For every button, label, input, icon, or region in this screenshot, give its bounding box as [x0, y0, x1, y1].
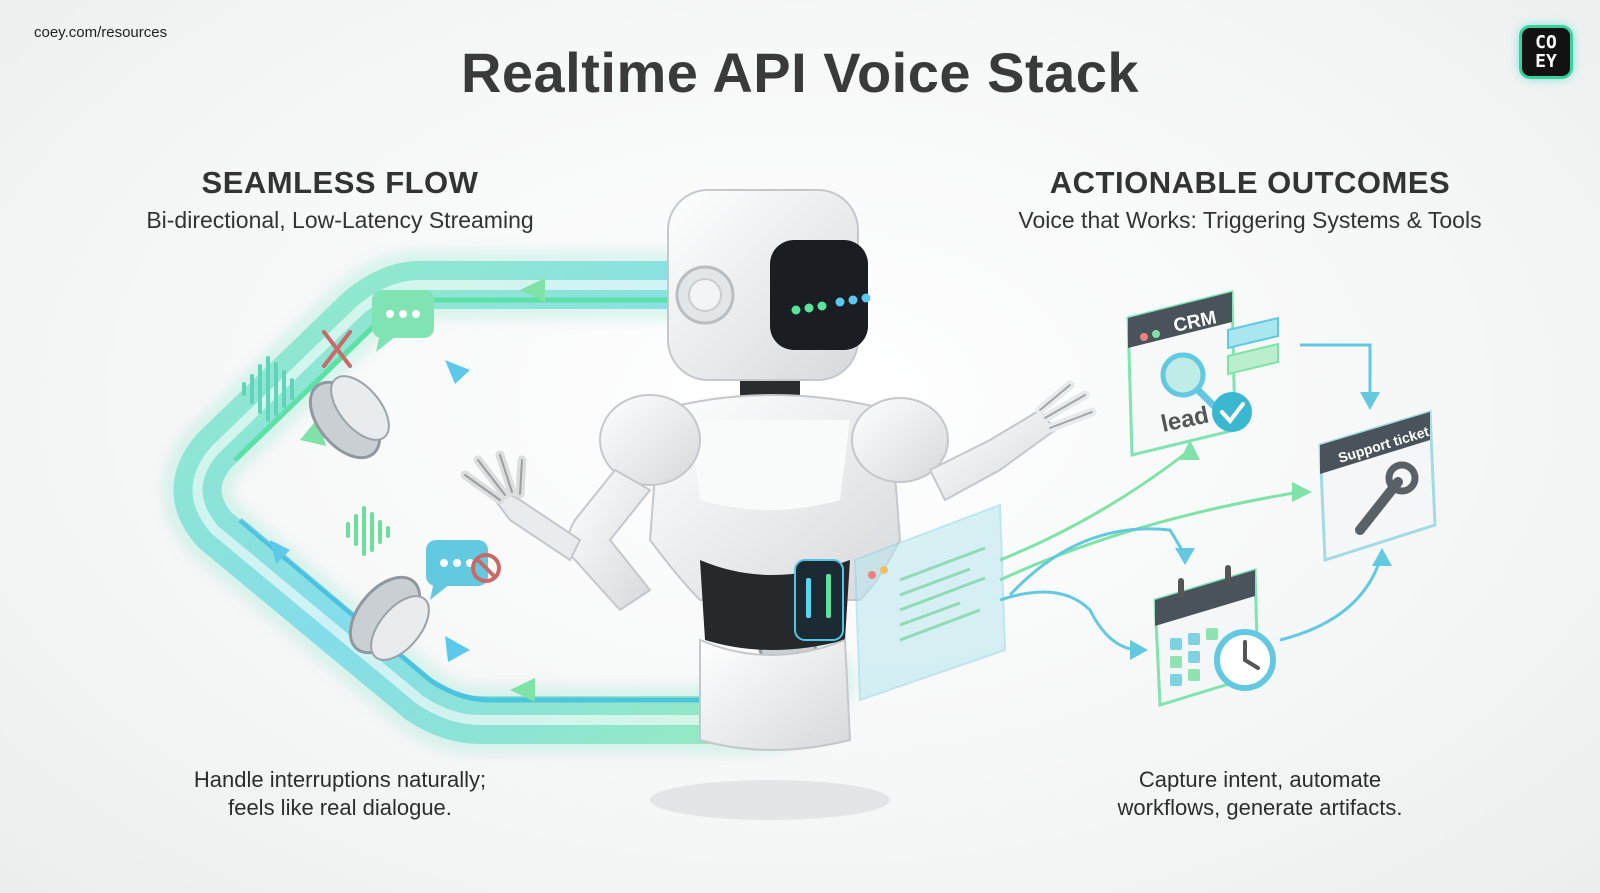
- right-caption-line2: workflows, generate artifacts.: [1117, 795, 1403, 820]
- pipe-coupling: [348, 575, 430, 661]
- no-entry-icon: [471, 553, 501, 583]
- left-panel-caption: Handle interruptions naturally; feels li…: [130, 766, 550, 822]
- coey-logo[interactable]: CO EY: [1522, 28, 1570, 76]
- left-caption-line2: feels like real dialogue.: [228, 795, 452, 820]
- sound-wave-icon: [242, 356, 294, 422]
- left-caption-line1: Handle interruptions naturally;: [193, 767, 487, 792]
- source-url[interactable]: coey.com/resources: [34, 24, 168, 41]
- flow-arrow-icon: [445, 360, 470, 384]
- left-panel-heading: SEAMLESS FLOW: [201, 165, 479, 200]
- flow-arrow-icon: [520, 278, 545, 302]
- flow-arrow-icon: [510, 678, 535, 702]
- chat-bubble-icon: [426, 540, 488, 600]
- right-panel-header: ACTIONABLE OUTCOMES Voice that Works: Tr…: [960, 165, 1540, 234]
- connection-lines: [999, 343, 1392, 660]
- support-ticket-card[interactable]: Support ticket: [1318, 410, 1437, 563]
- flow-arrow-icon: [445, 636, 470, 662]
- calendar-card[interactable]: [1153, 565, 1276, 707]
- clock-icon: [1214, 629, 1276, 691]
- left-panel-header: SEAMLESS FLOW Bi-directional, Low-Latenc…: [90, 165, 590, 234]
- logo-text-bottom: EY: [1535, 51, 1557, 72]
- sound-wave-icon: [346, 506, 390, 556]
- holographic-screen: [853, 503, 1007, 702]
- pipe-coupling: [308, 375, 390, 460]
- magnifier-icon: [1160, 352, 1218, 410]
- calendar-icon: [1170, 628, 1218, 686]
- flow-arrow-icon: [270, 540, 290, 564]
- right-panel-subheading: Voice that Works: Triggering Systems & T…: [1018, 207, 1482, 233]
- checkmark-icon: [1212, 392, 1252, 432]
- wrench-icon: [1355, 461, 1419, 535]
- right-caption-line1: Capture intent, automate: [1138, 767, 1382, 792]
- right-panel-caption: Capture intent, automate workflows, gene…: [1060, 766, 1460, 822]
- logo-text-top: CO: [1535, 32, 1557, 53]
- robot-illustration: [460, 189, 1097, 820]
- left-panel-subheading: Bi-directional, Low-Latency Streaming: [146, 207, 534, 233]
- chat-bubble-icon: [372, 290, 434, 352]
- page-title: Realtime API Voice Stack: [460, 41, 1140, 104]
- right-panel-heading: ACTIONABLE OUTCOMES: [1049, 165, 1451, 200]
- crm-card[interactable]: CRM lead: [1126, 290, 1279, 457]
- cross-icon: [322, 330, 352, 368]
